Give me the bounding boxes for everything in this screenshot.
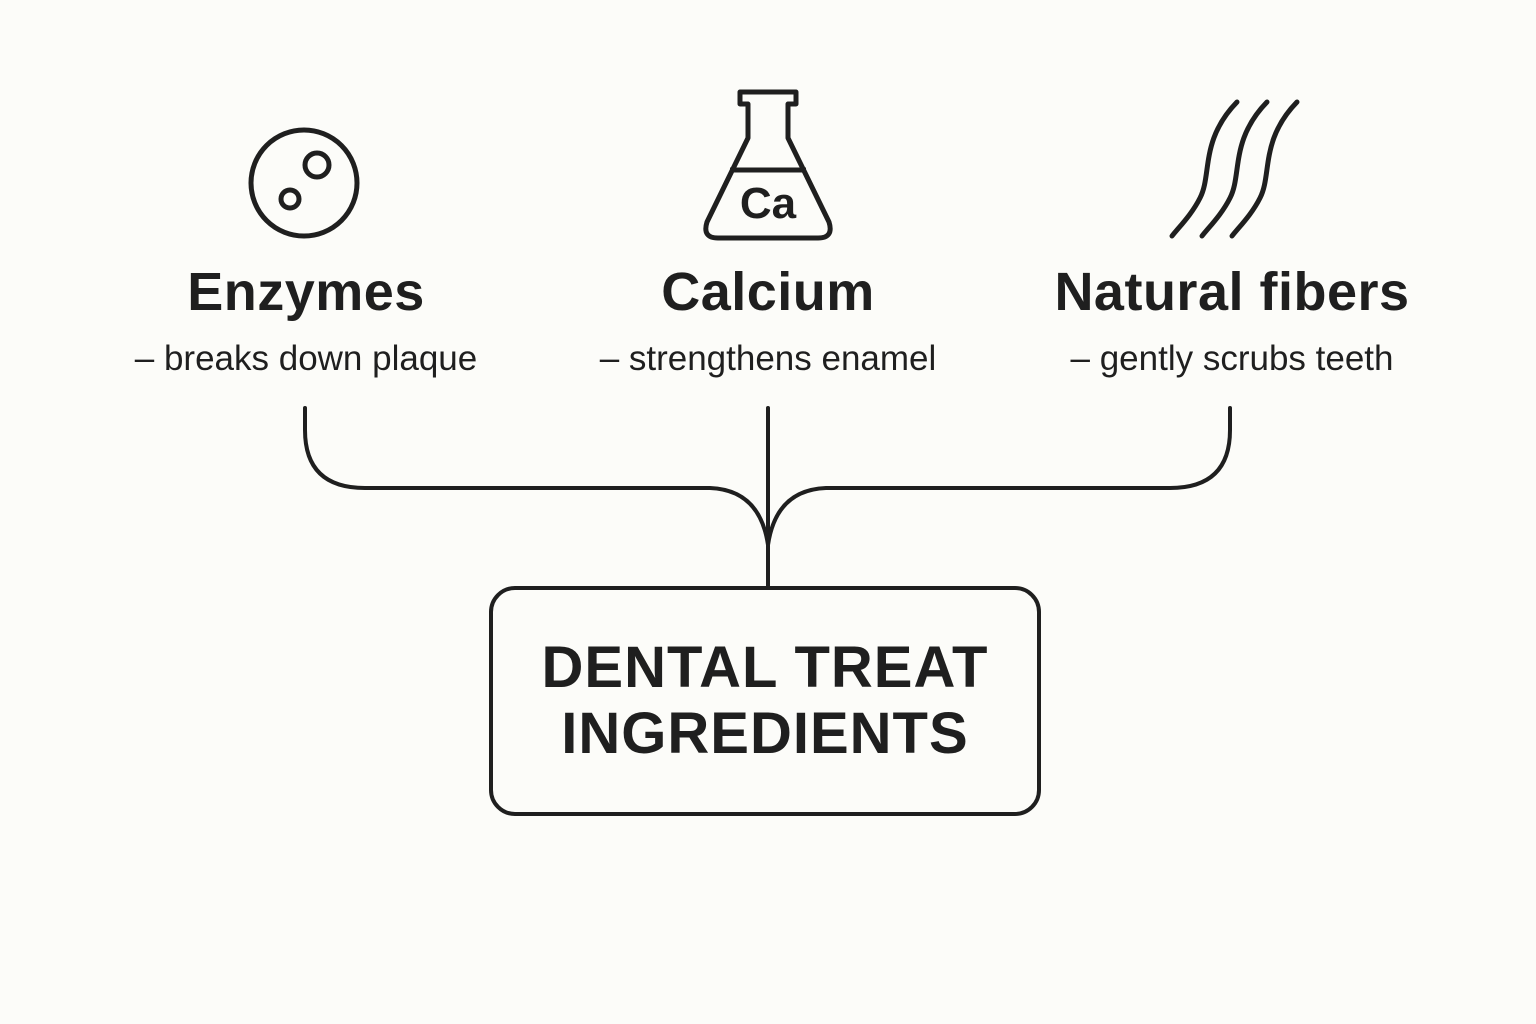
enzyme-cells-icon <box>248 127 360 239</box>
ingredient-name-fibers: Natural fibers <box>1054 262 1410 322</box>
ingredient-name-enzymes: Enzymes <box>187 262 425 322</box>
connector-enzymes <box>303 406 770 547</box>
ingredient-desc-enzymes: – breaks down plaque <box>134 339 478 378</box>
flask-icon <box>703 89 833 241</box>
main-box-title: DENTAL TREAT INGREDIENTS <box>542 635 989 767</box>
calcium-symbol: Ca <box>740 179 797 228</box>
ingredient-name-calcium: Calcium <box>661 262 875 322</box>
ingredient-desc-fibers: – gently scrubs teeth <box>1070 339 1394 378</box>
main-box-line1: DENTAL TREAT <box>541 635 989 700</box>
main-box: DENTAL TREAT INGREDIENTS <box>489 586 1041 816</box>
fiber-strands-icon <box>1169 99 1300 239</box>
main-box-line2: INGREDIENTS <box>561 701 969 766</box>
ingredient-desc-calcium: – strengthens enamel <box>599 339 937 378</box>
connector-fibers <box>766 406 1232 547</box>
